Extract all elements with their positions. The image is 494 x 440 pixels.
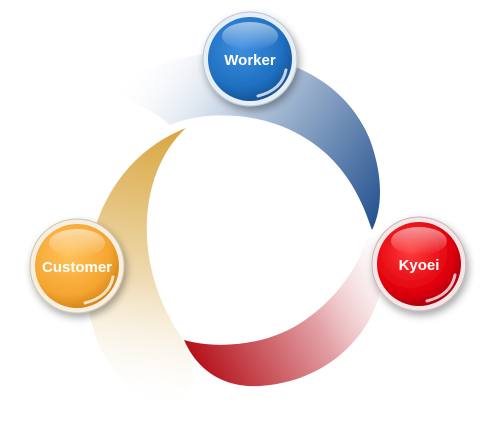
worker-shine: [256, 68, 288, 98]
arc-kyoei-to-customer: [184, 236, 384, 387]
arc-worker-to-kyoei: [108, 53, 380, 230]
customer-shine: [83, 275, 115, 305]
arc-customer-to-worker: [86, 128, 193, 408]
kyoei-label: Kyoei: [399, 257, 440, 274]
kyoei-gloss: [391, 227, 447, 255]
worker-gloss: [222, 22, 278, 50]
worker-label: Worker: [224, 52, 276, 69]
customer-gloss: [49, 229, 105, 257]
customer-label: Customer: [42, 259, 112, 276]
kyoei-shine: [425, 273, 457, 303]
